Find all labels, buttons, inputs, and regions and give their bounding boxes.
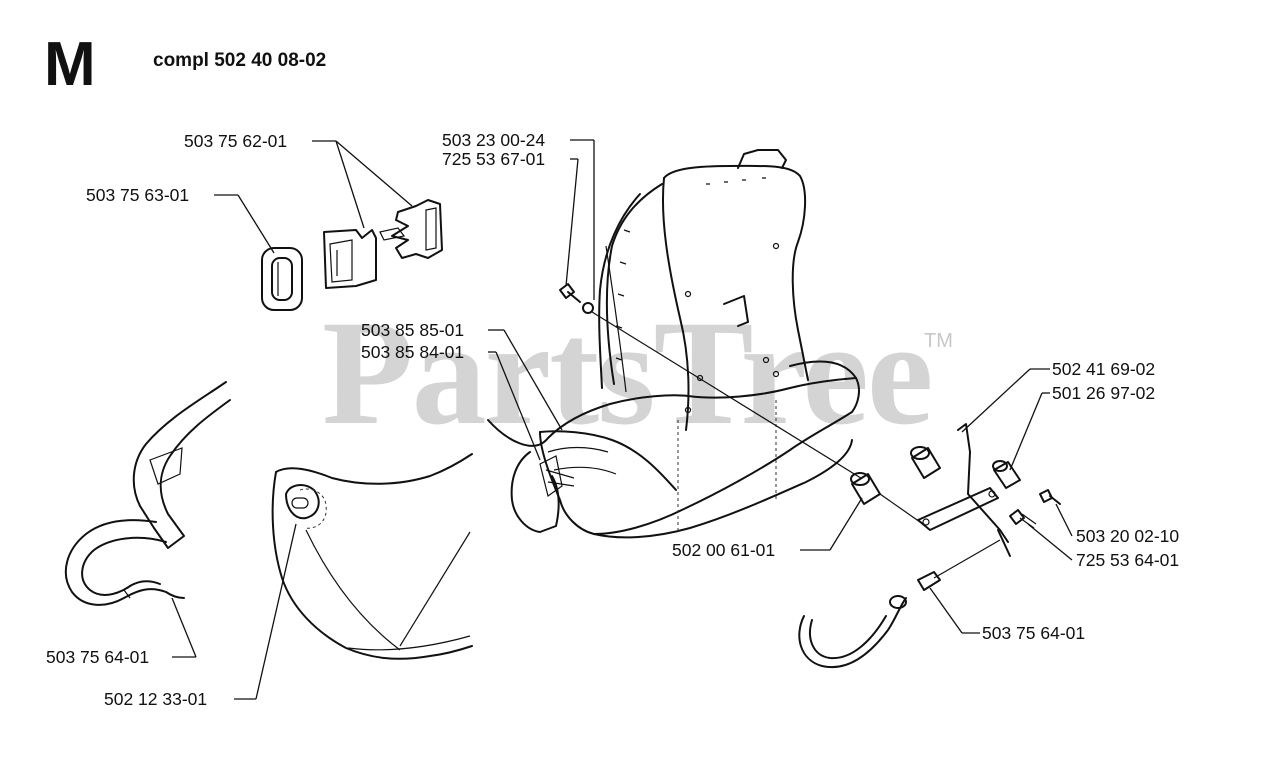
hook-strap xyxy=(798,539,1001,669)
part-label-503-20-02-10: 503 20 02-10 xyxy=(1076,526,1180,546)
screw-long xyxy=(1009,509,1037,529)
part-label-503-75-64-01-left: 503 75 64-01 xyxy=(46,647,150,667)
part-label-725-53-64-01: 725 53 64-01 xyxy=(1076,550,1180,570)
harness xyxy=(487,149,860,539)
assembly-title: compl 502 40 08-02 xyxy=(153,50,327,71)
leaders-right xyxy=(800,368,1073,634)
part-label-502-12-33-01: 502 12 33-01 xyxy=(104,689,208,709)
part-label-502-41-69-02: 502 41 69-02 xyxy=(1052,359,1156,379)
hip-pad-detail xyxy=(271,453,473,660)
bracket xyxy=(879,423,1011,557)
part-label-725-53-67-01: 725 53 67-01 xyxy=(442,149,546,169)
watermark: PartsTree xyxy=(322,290,933,456)
leaders-buckle xyxy=(214,140,413,254)
spacer-sleeve xyxy=(850,472,881,505)
buckle-male xyxy=(323,229,377,289)
spacer-sleeve-2 xyxy=(910,446,941,479)
watermark-trademark: TM xyxy=(924,330,953,352)
strap-detail xyxy=(64,381,231,606)
leaders-harness xyxy=(488,139,595,461)
part-label-503-75-64-01-right: 503 75 64-01 xyxy=(982,623,1086,643)
buckle-female xyxy=(379,199,443,259)
part-label-503-75-63-01: 503 75 63-01 xyxy=(86,185,190,205)
part-label-503-75-62-01: 503 75 62-01 xyxy=(184,131,288,151)
rubber-buffer xyxy=(992,460,1021,489)
leaders-bottom-left xyxy=(171,523,297,700)
screw-small xyxy=(1039,489,1061,505)
buckle-slider xyxy=(261,247,303,311)
part-label-503-23-00-24: 503 23 00-24 xyxy=(442,130,546,150)
part-label-503-85-85-01: 503 85 85-01 xyxy=(361,320,465,340)
harness-fasteners xyxy=(559,283,865,481)
part-label-503-85-84-01: 503 85 84-01 xyxy=(361,342,465,362)
section-letter: M xyxy=(44,30,96,99)
part-label-501-26-97-02: 501 26 97-02 xyxy=(1052,383,1156,403)
part-label-502-00-61-01: 502 00 61-01 xyxy=(672,540,776,560)
